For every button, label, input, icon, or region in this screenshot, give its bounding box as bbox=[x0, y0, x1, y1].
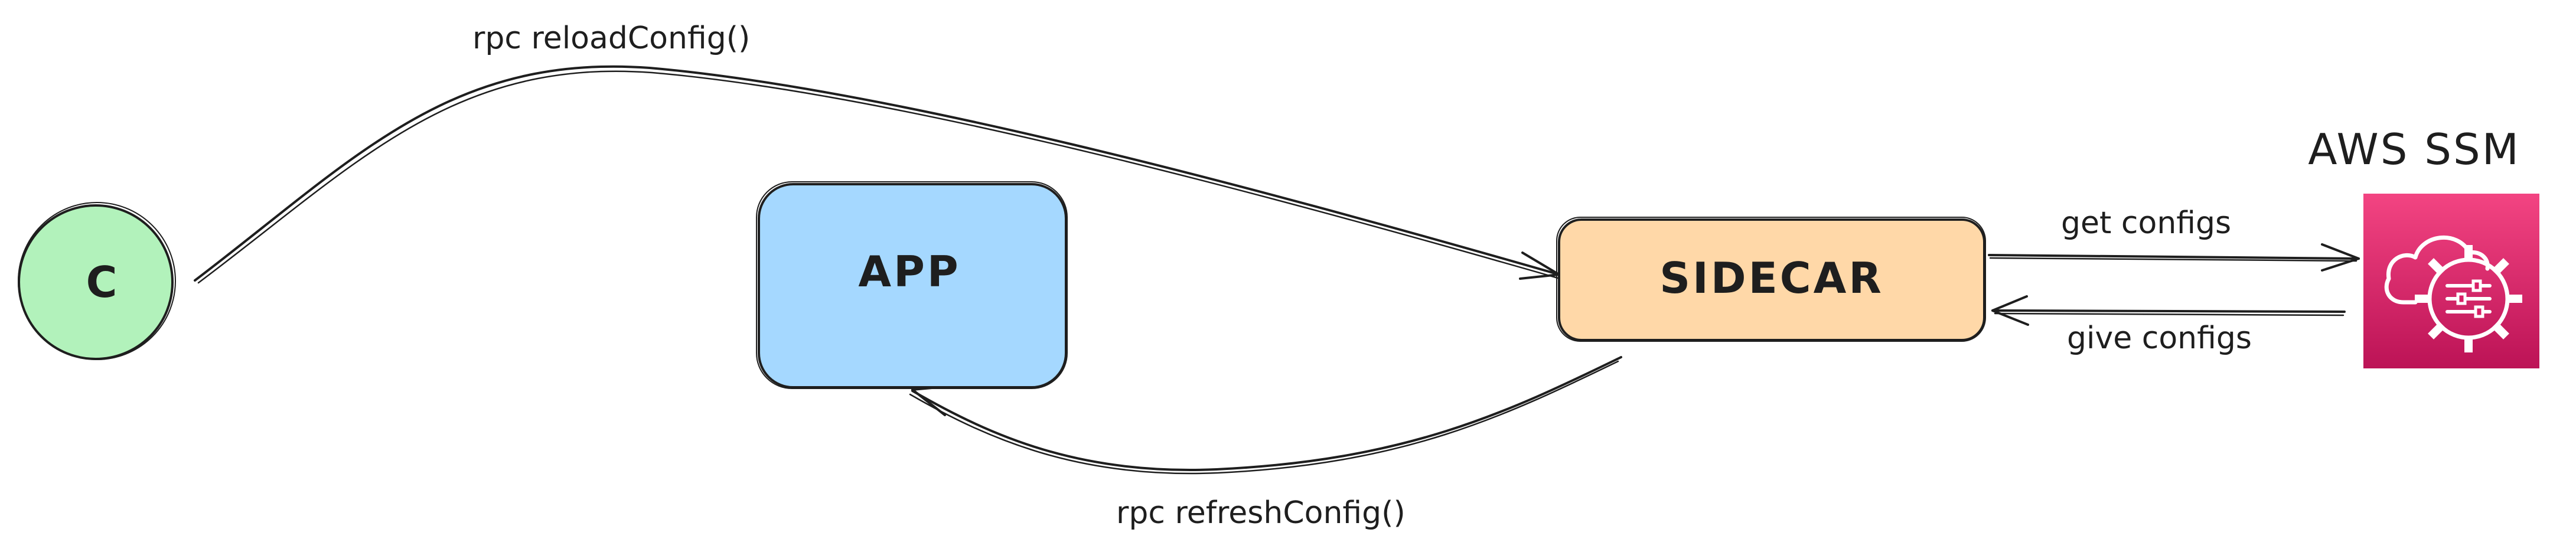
edge-sidecar-to-ssm: get configs bbox=[1988, 205, 2360, 272]
node-client-label: C bbox=[86, 257, 120, 307]
edge-label-reload: rpc reloadConfig() bbox=[472, 21, 750, 56]
edge-label-refresh: rpc refreshConfig() bbox=[1116, 495, 1406, 531]
arrowhead bbox=[1991, 295, 2029, 326]
node-client[interactable]: C bbox=[18, 202, 176, 360]
node-sidecar[interactable]: SIDECAR bbox=[1556, 217, 1986, 342]
node-sidecar-label: SIDECAR bbox=[1659, 253, 1884, 303]
edge-sidecar-to-app: rpc refreshConfig() bbox=[909, 356, 1622, 531]
node-aws-ssm[interactable]: AWS SSM bbox=[2308, 125, 2539, 368]
node-app-label: APP bbox=[858, 247, 960, 296]
node-app[interactable]: APP bbox=[756, 181, 1068, 389]
edge-label-get-configs: get configs bbox=[2061, 205, 2231, 241]
edge-ssm-to-sidecar: give configs bbox=[1991, 295, 2346, 356]
arrowhead bbox=[1519, 251, 1560, 280]
edge-client-to-sidecar: rpc reloadConfig() bbox=[194, 21, 1560, 284]
node-aws-ssm-label: AWS SSM bbox=[2308, 125, 2520, 174]
edge-label-give-configs: give configs bbox=[2067, 321, 2252, 356]
aws-systems-manager-parameter-store-icon bbox=[2363, 194, 2539, 368]
arrowhead bbox=[911, 386, 946, 416]
arrowhead bbox=[2321, 243, 2360, 272]
